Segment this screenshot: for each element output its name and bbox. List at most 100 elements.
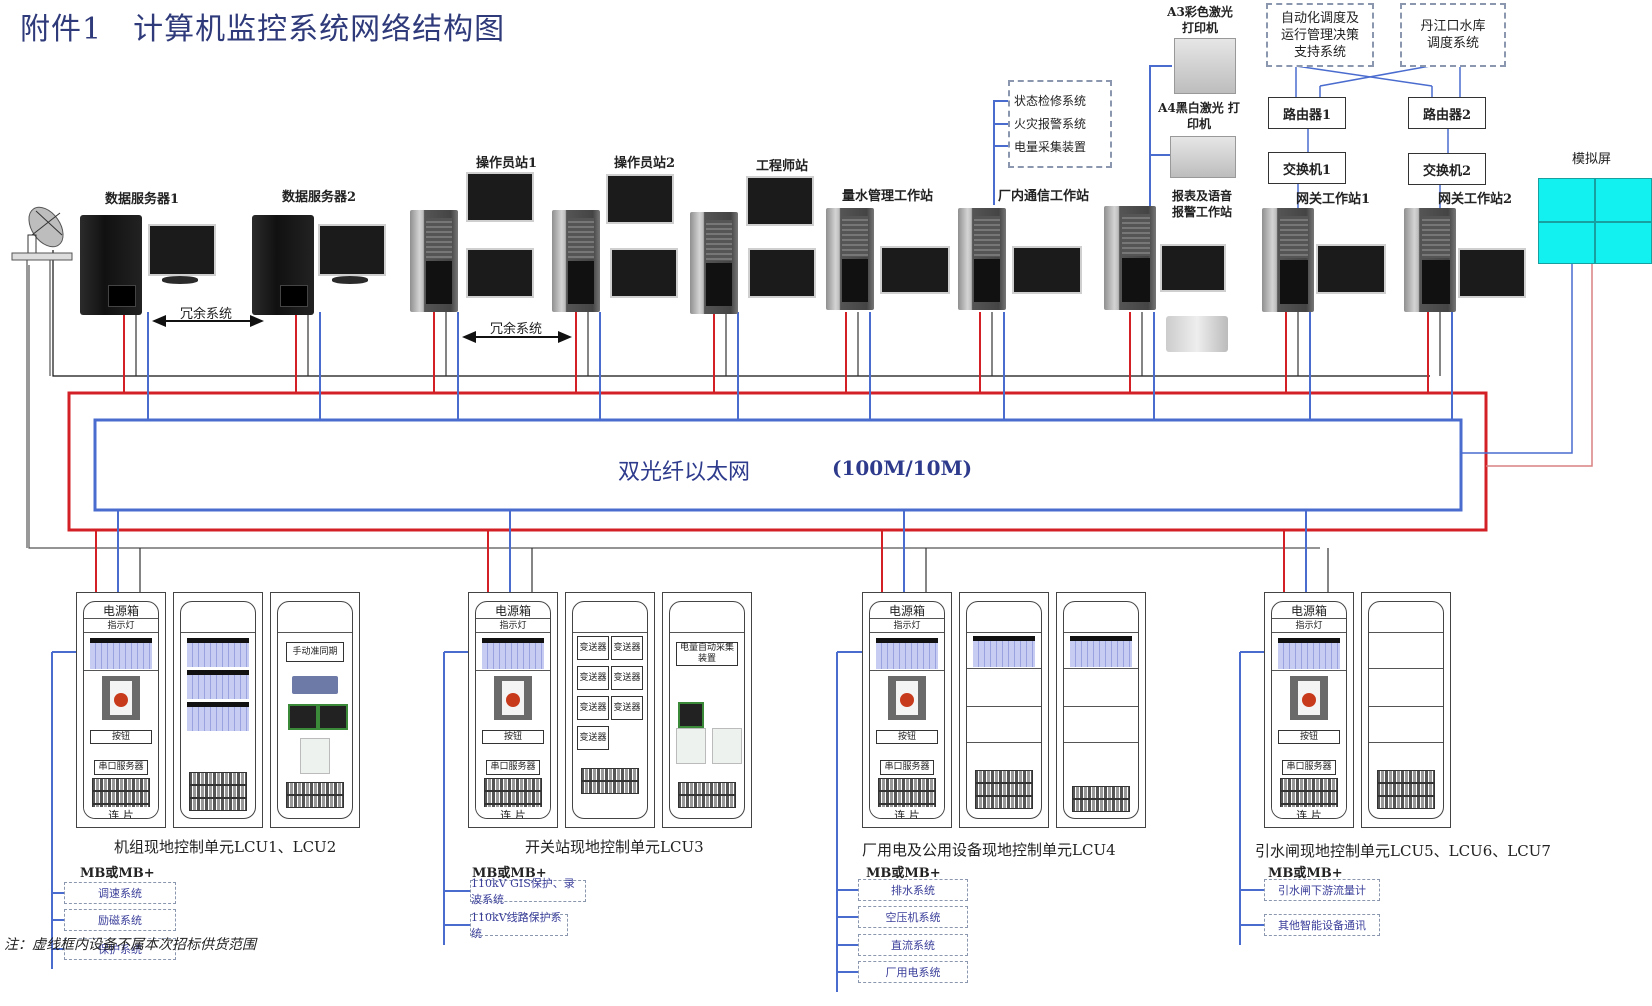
operator-station-2-monitor-bottom: [610, 248, 678, 298]
lcu2-cabinet-1[interactable]: 电源箱指示灯按钮串口服务器连 片: [468, 592, 558, 828]
engineer-station[interactable]: [690, 212, 738, 314]
switch-2[interactable]: 交换机2: [1408, 153, 1486, 185]
terminal-block: [1377, 770, 1435, 783]
terminal-block: [678, 782, 736, 795]
lcu3-cabinet-3[interactable]: [1056, 592, 1146, 828]
transmitter: 变送器: [577, 666, 609, 690]
divider: [1369, 632, 1443, 669]
lcu3-bus-label: MB或MB+: [866, 866, 941, 881]
terminal-block: [92, 791, 150, 804]
touch-panel[interactable]: [102, 676, 140, 720]
cabinet-inner: [180, 601, 256, 819]
lcu1-cabinet-3[interactable]: 手动准同期: [270, 592, 360, 828]
button-label: 按钮: [1278, 730, 1340, 744]
touch-panel[interactable]: [1290, 676, 1328, 720]
lcu2-cabinet-3[interactable]: 电量自动采集装置: [662, 592, 752, 828]
button-label: 按钮: [90, 730, 152, 744]
a4-printer[interactable]: [1170, 136, 1236, 178]
comm-systems-box: 状态检修系统 火灾报警系统 电量采集装置: [1008, 80, 1112, 168]
divider: [967, 632, 1041, 669]
comm-station[interactable]: [958, 208, 1006, 310]
transmitter: 变送器: [611, 666, 643, 690]
meter-device: [318, 704, 348, 730]
divider: [967, 668, 1041, 707]
terminal-block: [975, 770, 1033, 783]
energy-meter: [300, 738, 330, 774]
data-server-2[interactable]: [252, 215, 314, 315]
blank-row: [1064, 602, 1138, 633]
lcu2-cabinet-2[interactable]: 变送器变送器变送器变送器变送器变送器变送器: [565, 592, 655, 828]
link-label: 连 片: [870, 807, 944, 818]
terminal-block: [975, 796, 1033, 809]
network-speed: (100M/10M): [832, 456, 973, 480]
touch-panel[interactable]: [888, 676, 926, 720]
operator-station-1[interactable]: [410, 210, 458, 312]
terminal-block: [189, 785, 247, 798]
comm-station-monitor: [1012, 246, 1082, 294]
engineer-station-monitor-bottom: [748, 248, 816, 298]
sim-screen-label: 模拟屏: [1572, 152, 1612, 167]
report-alarm-station[interactable]: [1104, 206, 1156, 310]
divider: [1369, 706, 1443, 743]
terminal-block: [581, 768, 639, 781]
lcu1-cabinet-2[interactable]: [173, 592, 263, 828]
speaker-icon: [1166, 316, 1228, 352]
sim-screen[interactable]: [1538, 178, 1652, 264]
terminal-block: [189, 798, 247, 811]
power-box-label: 电源箱: [84, 602, 158, 619]
plc-rack: [90, 638, 152, 669]
cabinet-inner: [1063, 601, 1139, 819]
gateway-station-1[interactable]: [1262, 208, 1314, 312]
data-server-1[interactable]: [80, 215, 142, 315]
terminal-block: [189, 772, 247, 785]
lcu1-unit-label: 机组现地控制单元LCU1、LCU2: [114, 838, 337, 856]
comm-system-item: 火灾报警系统: [1014, 116, 1087, 131]
plc-rack: [1070, 636, 1132, 667]
lcu4-subsystem-1: 引水闸下游流量计: [1264, 879, 1380, 901]
water-mgmt-station[interactable]: [826, 208, 874, 310]
lcu1-subsystem-2: 励磁系统: [64, 909, 176, 931]
transmitter: 变送器: [577, 696, 609, 720]
gateway-station-2-monitor: [1458, 248, 1526, 298]
lcu2-bus-label: MB或MB+: [472, 866, 547, 881]
energy-meter: [712, 728, 742, 764]
transmitter: 变送器: [611, 636, 643, 660]
printer-lines: [1149, 65, 1172, 208]
comm-station-label: 厂内通信工作站: [998, 189, 1090, 204]
report-alarm-station-label: 报表及语音 报警工作站: [1171, 189, 1232, 219]
terminal-block: [878, 791, 936, 804]
router-1[interactable]: 路由器1: [1268, 97, 1346, 129]
lcu4-cabinet-1[interactable]: 电源箱指示灯按钮串口服务器连 片: [1264, 592, 1354, 828]
divider: [1369, 668, 1443, 707]
a3-printer-label: A3彩色激光 打印机: [1167, 5, 1233, 35]
divider: [476, 602, 550, 671]
operator-station-1-label: 操作员站1: [476, 156, 538, 171]
data-server-2-monitor: [318, 224, 386, 276]
lcu4-subsystem-2: 其他智能设备通讯: [1264, 914, 1380, 936]
transmitter: 变送器: [577, 636, 609, 660]
lcu1-cabinet-1[interactable]: 电源箱指示灯按钮串口服务器连 片: [76, 592, 166, 828]
touch-panel[interactable]: [494, 676, 532, 720]
cabinet-inner: [966, 601, 1042, 819]
lcu3-cabinet-1[interactable]: 电源箱指示灯按钮串口服务器连 片: [862, 592, 952, 828]
router-links: [1295, 65, 1461, 212]
lcu4-cabinet-2[interactable]: [1361, 592, 1451, 828]
satellite-dish-icon: [11, 206, 73, 261]
power-box-label: 电源箱: [870, 602, 944, 619]
plc-rack: [876, 638, 938, 669]
lcu3-cabinet-2[interactable]: [959, 592, 1049, 828]
a3-printer[interactable]: [1174, 38, 1236, 94]
blank-row: [967, 602, 1041, 633]
a4-printer-label: A4黑白激光 打印机: [1158, 101, 1240, 131]
cabinet-inner: 电源箱指示灯按钮串口服务器连 片: [869, 601, 945, 819]
red-fiber-ring: [67, 391, 1488, 532]
divider: [1272, 602, 1346, 671]
control-bus-left: [28, 265, 1320, 549]
plc-rack: [482, 638, 544, 669]
router-2[interactable]: 路由器2: [1408, 97, 1486, 129]
switch-1[interactable]: 交换机1: [1268, 152, 1346, 184]
gateway-station-2[interactable]: [1404, 208, 1456, 312]
link-label: 连 片: [1272, 807, 1346, 818]
operator-station-2[interactable]: [552, 210, 600, 312]
manual-sync-label: 手动准同期: [286, 642, 344, 662]
